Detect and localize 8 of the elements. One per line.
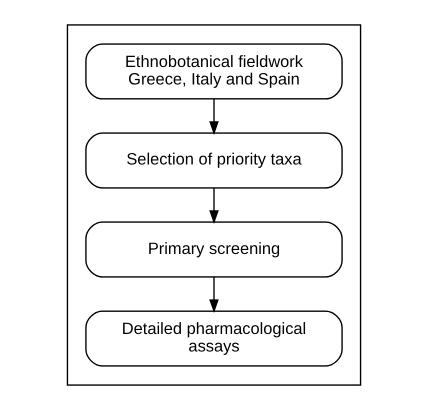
node-box: Detailed pharmacological assays	[84, 310, 342, 367]
node-box: Selection of priority taxa	[84, 132, 342, 189]
node-box: Ethnobotanical fieldwork Greece, Italy and Spain	[84, 43, 342, 100]
node-box: Primary screening	[84, 221, 342, 278]
arrow	[208, 99, 218, 135]
arrow	[208, 277, 218, 314]
cluster	[66, 24, 361, 386]
arrow	[208, 188, 218, 224]
